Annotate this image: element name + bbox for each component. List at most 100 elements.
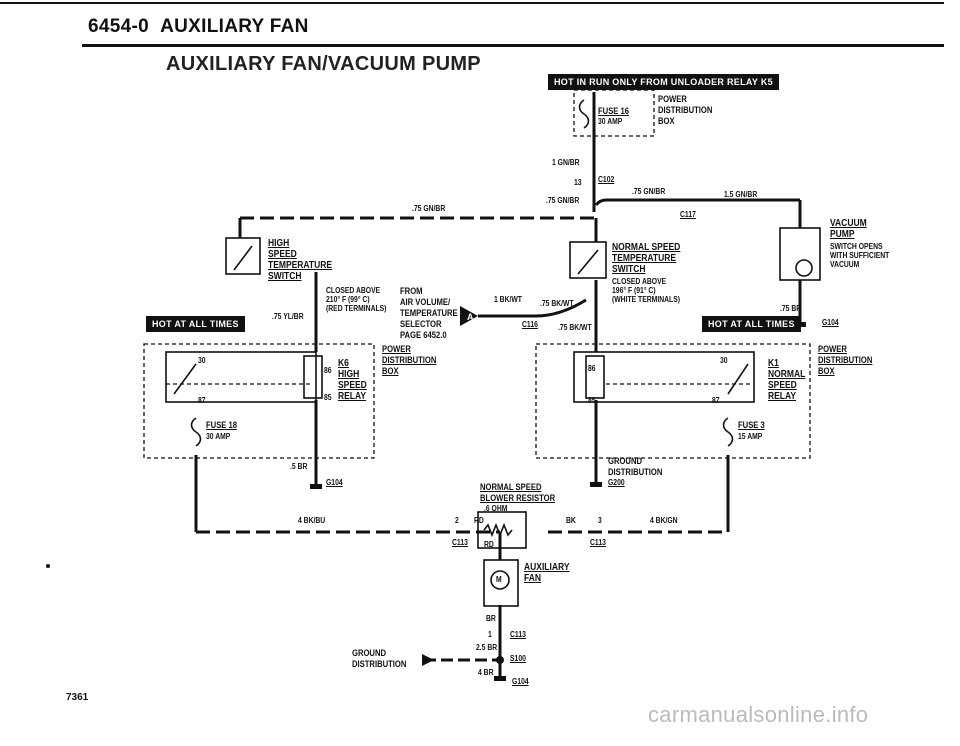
s100-splice <box>496 656 504 664</box>
pin-1: 1 <box>488 630 492 639</box>
section-heading: 6454-0 AUXILIARY FAN <box>88 16 309 38</box>
header-top-rule <box>0 2 944 4</box>
k1-pin-30: 30 <box>720 356 728 365</box>
wire-75bkwt-a: .75 BK/WT <box>540 299 574 308</box>
wire-4bkgn: 4 BK/GN <box>650 516 678 525</box>
k1-pin-85: 85 <box>588 396 596 405</box>
wire-75ylbr: .75 YL/BR <box>272 312 304 321</box>
wire-15gnbr: 1.5 GN/BR <box>724 190 758 199</box>
top-pdb-label-1: POWER <box>658 94 687 104</box>
c113-connector-c: C113 <box>510 630 526 639</box>
norm-switch-contact <box>577 249 599 275</box>
aux-fan-motor-symbol <box>490 570 510 590</box>
k6-pin-86: 86 <box>324 366 332 375</box>
wire-br: BR <box>486 614 496 623</box>
selector-line-5: PAGE 6452.0 <box>400 330 447 340</box>
k1-pin-86: 86 <box>588 364 596 373</box>
section-number: 6454-0 <box>88 16 149 37</box>
bottom-ground-dist-1: GROUND <box>352 648 386 658</box>
k6-contact <box>173 363 197 395</box>
hot-at-all-times-left-badge: HOT AT ALL TIMES <box>146 316 245 332</box>
c117-connector: C117 <box>680 210 696 219</box>
k6-label-2: HIGH <box>338 369 360 380</box>
k6-label-4: RELAY <box>338 391 367 402</box>
vacuum-label-2: PUMP <box>830 229 855 240</box>
c102-pin: 13 <box>574 178 582 187</box>
ground-dist-label-1: GROUND <box>608 456 642 466</box>
g200-ground <box>590 482 602 487</box>
hi-switch-label-2: SPEED <box>268 249 297 260</box>
wire-bk: BK <box>566 516 576 525</box>
hi-switch-note-2: 210° F (99° C) <box>326 295 370 304</box>
hi-switch-box <box>225 237 261 275</box>
norm-switch-label-2: TEMPERATURE <box>612 253 677 264</box>
wire-rd-a: RD <box>474 516 484 525</box>
wire-75gnbr-a: .75 GN/BR <box>412 204 446 213</box>
left-pdb-label-3: BOX <box>382 366 399 376</box>
top-pdb-label-3: BOX <box>658 116 675 126</box>
k6-pin-85: 85 <box>324 393 332 402</box>
c116-connector: C116 <box>522 320 538 329</box>
k1-pin-87: 87 <box>712 396 720 405</box>
norm-switch-note-2: 196° F (91° C) <box>612 286 656 295</box>
wire-75gnbr-c: .75 GN/BR <box>632 187 666 196</box>
pin-3: 3 <box>598 516 602 525</box>
wire-25br: 2.5 BR <box>476 643 498 652</box>
vacuum-note-1: SWITCH OPENS <box>830 242 883 251</box>
selector-line-4: SELECTOR <box>400 319 442 329</box>
vacuum-label-1: VACUUM <box>830 218 867 229</box>
k1-relay-box <box>573 351 755 403</box>
wire-75gnbr-b: .75 GN/BR <box>546 196 580 205</box>
vacuum-ground-label: G104 <box>822 318 839 327</box>
k1-coil <box>585 355 605 399</box>
k6-pin-87: 87 <box>198 396 206 405</box>
k6-label-3: SPEED <box>338 380 367 391</box>
k6-coil <box>303 355 323 399</box>
wire-4br: 4 BR <box>478 668 494 677</box>
left-pdb-label-2: DISTRIBUTION <box>382 355 437 365</box>
ground-dist-arrow <box>422 654 434 666</box>
diagram-title: AUXILIARY FAN/VACUUM PUMP <box>166 53 481 75</box>
k6-relay-box <box>165 351 317 403</box>
fuse3-label: FUSE 3 <box>738 420 765 430</box>
left-pdb-label-1: POWER <box>382 344 411 354</box>
hot-in-run-badge: HOT IN RUN ONLY FROM UNLOADER RELAY K5 <box>548 74 779 90</box>
vacuum-note-3: VACUUM <box>830 260 860 269</box>
wire-rd-b: RD <box>484 540 494 549</box>
wire-1gnbr: 1 GN/BR <box>552 158 580 167</box>
fuse16-amp: 30 AMP <box>598 117 623 126</box>
fuse16-label: FUSE 16 <box>598 106 630 116</box>
hot-at-all-times-right-badge: HOT AT ALL TIMES <box>702 316 801 332</box>
fuse3-amp: 15 AMP <box>738 432 763 441</box>
vacuum-pump-box <box>779 227 821 281</box>
hi-switch-label-3: TEMPERATURE <box>268 260 333 271</box>
selector-connector-arrow <box>460 306 478 326</box>
resistor-box <box>477 511 527 549</box>
selector-line-2: AIR VOLUME/ <box>400 297 451 307</box>
s100-splice-label: S100 <box>510 654 526 663</box>
right-pdb-label-1: POWER <box>818 344 847 354</box>
selector-line-1: FROM <box>400 286 423 296</box>
resistor-value: .6 OHM <box>484 504 508 513</box>
c113-connector-b: C113 <box>590 538 606 547</box>
g104-bottom-ground <box>494 676 506 681</box>
norm-switch-note-3: (WHITE TERMINALS) <box>612 295 680 304</box>
g104-left-label: G104 <box>326 478 343 487</box>
c113-connector-a: C113 <box>452 538 468 547</box>
g104-bottom-label: G104 <box>512 677 529 686</box>
wire-4bkbu: 4 BK/BU <box>298 516 326 525</box>
norm-switch-label-3: SWITCH <box>612 264 646 275</box>
pin-2: 2 <box>455 516 459 525</box>
right-pdb-label-2: DISTRIBUTION <box>818 355 873 365</box>
norm-switch-label-1: NORMAL SPEED <box>612 242 681 253</box>
fuse18-label: FUSE 18 <box>206 420 238 430</box>
k1-label-2: NORMAL <box>768 369 806 380</box>
resistor-zigzag <box>483 522 513 538</box>
left-pdb-box <box>143 343 375 459</box>
aux-fan-label-1: AUXILIARY <box>524 562 570 573</box>
wire-75bkwt-b: .75 BK/WT <box>558 323 592 332</box>
section-title: AUXILIARY FAN <box>160 16 309 37</box>
top-bus-right <box>594 198 800 206</box>
fuse18-symbol <box>190 417 202 447</box>
